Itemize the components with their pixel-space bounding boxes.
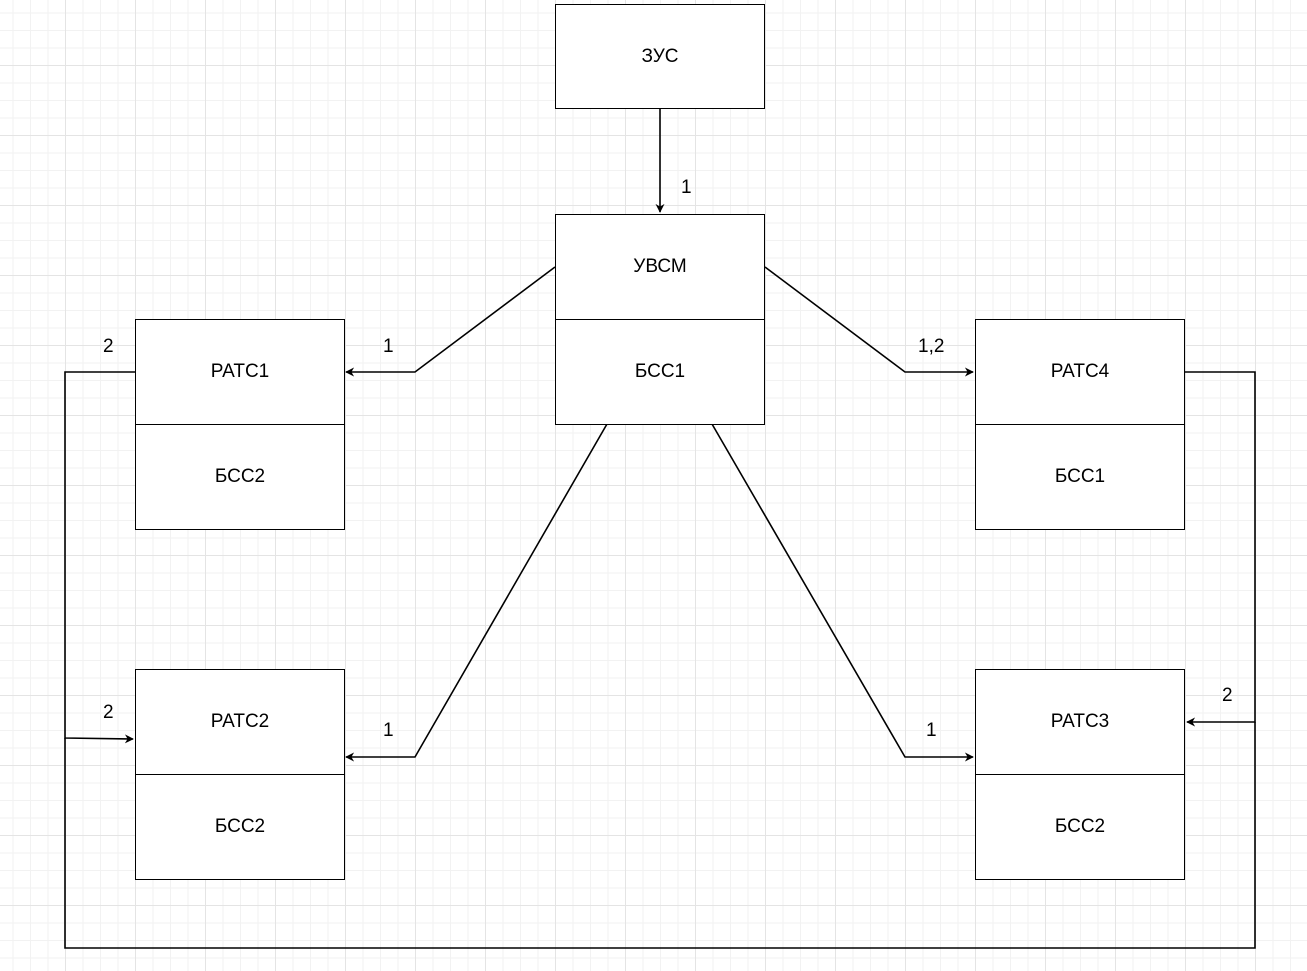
edge-bottom-bus bbox=[64, 722, 1256, 949]
node-ratc1-label: РАТС1 bbox=[210, 361, 270, 382]
node-uvsm-label: УВСМ bbox=[633, 256, 687, 277]
node-ratc4-bss: БСС1 bbox=[975, 424, 1185, 530]
edge-ratc1-ratc2 bbox=[64, 371, 135, 744]
node-uvsm: УВСМ bbox=[555, 214, 765, 320]
node-ratc3-bss-label: БСС2 bbox=[1054, 816, 1106, 837]
node-ratc2: РАТС2 bbox=[135, 669, 345, 775]
node-zus: ЗУС bbox=[555, 4, 765, 109]
node-uvsm-bss: БСС1 bbox=[555, 319, 765, 425]
node-zus-label: ЗУС bbox=[641, 45, 679, 67]
node-ratc3: РАТС3 bbox=[975, 669, 1185, 775]
edge-label-zus-uvsm: 1 bbox=[681, 177, 692, 198]
edge-ratc4-ratc3 bbox=[1185, 371, 1256, 727]
node-ratc4-label: РАТС4 bbox=[1050, 361, 1110, 382]
node-ratc2-label: РАТС2 bbox=[210, 711, 270, 732]
edge-label-ratc2-in: 2 bbox=[103, 702, 114, 723]
node-ratc1-bss-label: БСС2 bbox=[214, 466, 266, 487]
edge-uvsm-ratc2 bbox=[345, 423, 608, 762]
node-ratc2-bss: БСС2 bbox=[135, 774, 345, 880]
edge-uvsm-ratc4 bbox=[764, 266, 974, 377]
edge-label-uvsm-ratc1: 1 bbox=[383, 336, 394, 357]
node-ratc4-bss-label: БСС1 bbox=[1054, 466, 1106, 487]
edge-label-uvsm-ratc2: 1 bbox=[383, 720, 394, 741]
node-ratc3-bss: БСС2 bbox=[975, 774, 1185, 880]
edge-label-uvsm-ratc4: 1,2 bbox=[918, 336, 945, 357]
edge-uvsm-ratc1 bbox=[345, 266, 556, 377]
node-ratc3-label: РАТС3 bbox=[1050, 711, 1110, 732]
node-ratc1-bss: БСС2 bbox=[135, 424, 345, 530]
node-ratc2-bss-label: БСС2 bbox=[214, 816, 266, 837]
node-ratc4: РАТС4 bbox=[975, 319, 1185, 425]
edge-uvsm-ratc3 bbox=[711, 423, 974, 762]
node-ratc1: РАТС1 bbox=[135, 319, 345, 425]
node-uvsm-bss-label: БСС1 bbox=[634, 361, 686, 382]
edge-label-ratc1-out: 2 bbox=[103, 336, 114, 357]
edge-label-uvsm-ratc3: 1 bbox=[926, 720, 937, 741]
edge-label-ratc3-in: 2 bbox=[1222, 685, 1233, 706]
